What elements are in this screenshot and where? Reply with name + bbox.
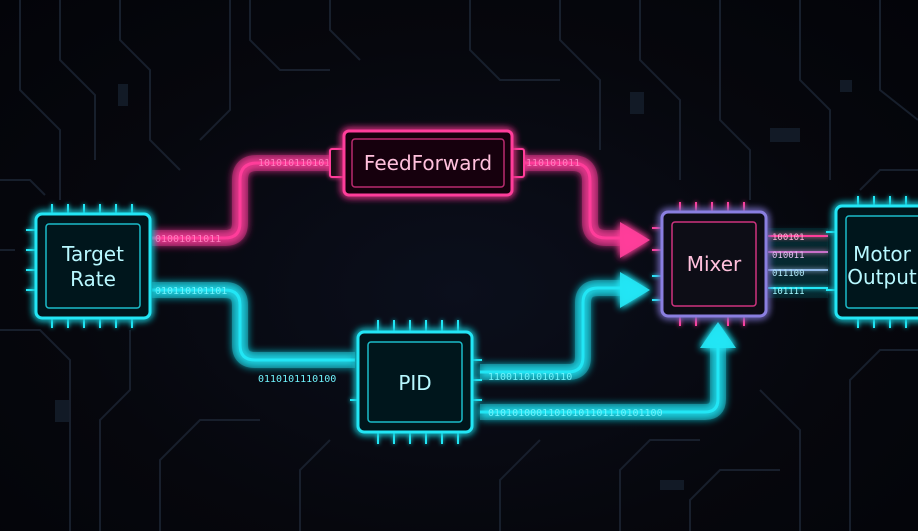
target-rate-label-line2: Rate (70, 267, 116, 291)
binary-streams: 1010101101011 0110101011 01001011011 010… (155, 158, 805, 419)
target-rate-label-line1: Target (61, 242, 124, 266)
mixer-motor-link (768, 228, 828, 298)
binary-target-pink: 01001011011 (155, 234, 221, 245)
pid-node: PID (350, 320, 482, 444)
motor-output-label-line2: Output (847, 265, 917, 289)
binary-mixer-motor-1: 100101 (772, 233, 805, 243)
mixer-pins (652, 202, 745, 326)
binary-pid-low: 01010100011010101101110101100 (488, 408, 663, 419)
motor-output-pins (826, 196, 907, 328)
mixer-node: Mixer (652, 202, 768, 326)
feedforward-label: FeedForward (364, 151, 492, 175)
pid-label: PID (398, 371, 431, 395)
target-rate-node: Target Rate (26, 204, 152, 328)
binary-mixer-motor-2: 010011 (772, 251, 805, 261)
motor-output-node: Motor Output (826, 196, 918, 328)
binary-target-cyan: 010110101101 (155, 286, 227, 297)
binary-ff-out: 0110101011 (520, 158, 580, 169)
binary-mixer-motor-3: 011100 (772, 269, 805, 279)
binary-pid-in: 0110101110100 (258, 374, 336, 385)
feedforward-path (152, 155, 650, 258)
binary-ff-in: 1010101101011 (258, 158, 336, 169)
binary-pid-out: 11001101010110 (488, 372, 572, 383)
motor-output-label-line1: Motor (853, 242, 912, 266)
target-rate-pins (26, 204, 133, 328)
pid-path (152, 272, 736, 420)
mixer-label: Mixer (687, 252, 742, 276)
feedforward-node: FeedForward (329, 129, 525, 197)
binary-mixer-motor-4: 101111 (772, 287, 805, 297)
